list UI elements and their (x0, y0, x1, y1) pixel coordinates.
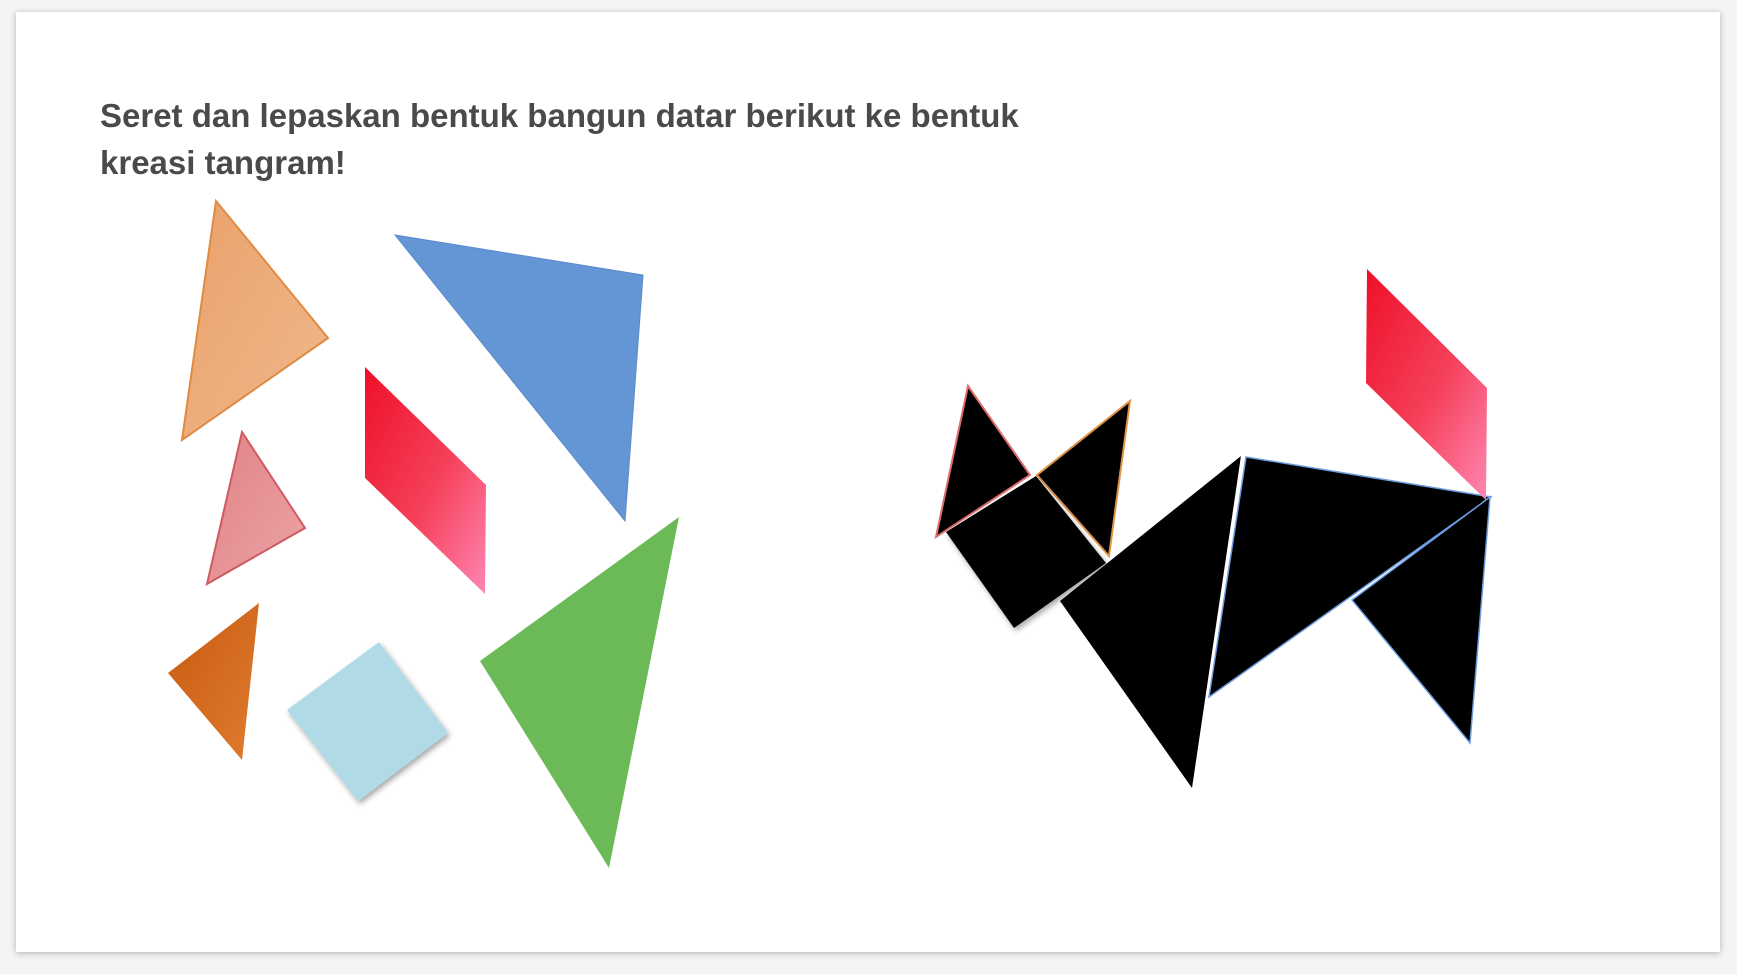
activity-card (16, 12, 1720, 952)
cat-back-triangle-slot (1207, 456, 1493, 699)
cat-ear-left-slot (934, 383, 1032, 540)
green-large-triangle-piece[interactable] (480, 517, 679, 868)
cat-ear-right-slot (1035, 398, 1132, 559)
instruction-text: Seret dan lepaskan bentuk bangun datar b… (100, 97, 1019, 181)
cat-tail-placed-parallelogram[interactable] (1366, 269, 1487, 500)
cat-body-gap-line (1208, 456, 1245, 697)
tangram-cat-silhouette (934, 269, 1493, 788)
cat-body-triangle-slot (1060, 456, 1241, 788)
light-blue-square-piece[interactable] (287, 642, 448, 801)
pink-small-triangle-piece[interactable] (205, 429, 307, 587)
blue-large-triangle-piece[interactable] (393, 234, 644, 523)
red-parallelogram-piece[interactable] (365, 367, 486, 594)
cat-head-square-slot (946, 476, 1106, 628)
cat-hind-leg-triangle-slot (1350, 495, 1491, 745)
orange-medium-triangle-piece[interactable] (180, 198, 330, 443)
dark-orange-small-triangle-piece[interactable] (168, 603, 259, 760)
